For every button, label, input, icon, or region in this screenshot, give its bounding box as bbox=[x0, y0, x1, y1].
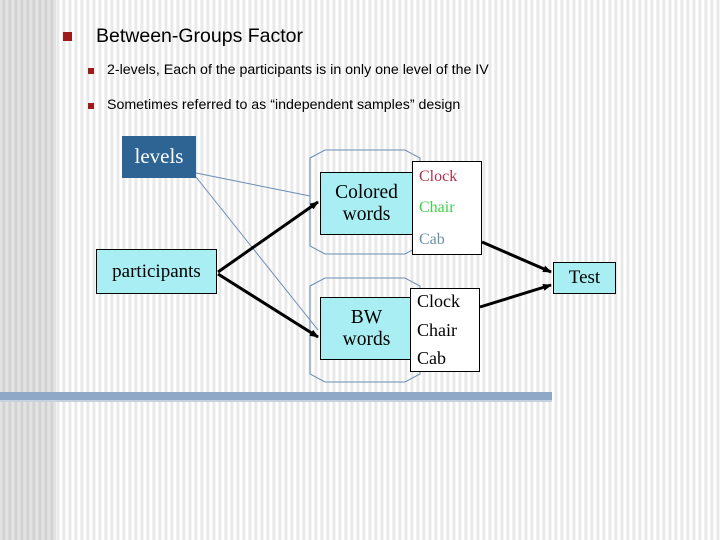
connector-levels-to-colored bbox=[195, 172, 311, 197]
node-bw-words-line1: BW bbox=[350, 306, 383, 328]
word-list-bw: Clock Chair Cab bbox=[410, 288, 480, 372]
arrow-participants-to-bw bbox=[217, 272, 319, 339]
square-bullet-icon bbox=[63, 32, 72, 41]
word-item: Chair bbox=[417, 319, 457, 340]
word-item: Cab bbox=[419, 230, 445, 248]
bullet-item-1: Sometimes referred to as “independent sa… bbox=[88, 97, 460, 113]
slide-background-left-band bbox=[0, 0, 56, 540]
arrow-bw-to-test bbox=[479, 283, 552, 309]
footer-divider-shadow bbox=[0, 400, 552, 402]
connector-levels-to-bw bbox=[195, 176, 319, 331]
word-item: Clock bbox=[419, 168, 458, 186]
node-bw-words-line2: words bbox=[342, 328, 391, 350]
group-outline-bw bbox=[309, 277, 421, 383]
bullet-item-1-label: Sometimes referred to as “independent sa… bbox=[107, 97, 461, 113]
word-item: Cab bbox=[417, 348, 446, 369]
word-item: Chair bbox=[419, 199, 455, 217]
node-levels[interactable]: levels bbox=[122, 136, 196, 178]
arrow-participants-to-colored bbox=[217, 200, 319, 274]
footer-divider-bar bbox=[0, 392, 552, 400]
node-levels-label: levels bbox=[134, 144, 184, 169]
bullet-item-0: 2-levels, Each of the participants is in… bbox=[88, 62, 489, 78]
node-test-label: Test bbox=[568, 267, 601, 289]
node-test[interactable]: Test bbox=[553, 262, 616, 294]
node-bw-words[interactable]: BW words bbox=[320, 297, 413, 360]
word-list-colored: Clock Chair Cab bbox=[412, 161, 482, 255]
node-participants-label: participants bbox=[112, 260, 201, 282]
square-bullet-icon bbox=[88, 68, 94, 74]
slide-title-row: Between-Groups Factor bbox=[63, 25, 303, 48]
node-colored-words-line1: Colored bbox=[335, 181, 398, 203]
word-item: Clock bbox=[417, 291, 460, 312]
page-title: Between-Groups Factor bbox=[96, 25, 304, 47]
bullet-item-0-label: 2-levels, Each of the participants is in… bbox=[107, 62, 489, 78]
square-bullet-icon bbox=[88, 103, 94, 109]
arrow-colored-to-test bbox=[481, 240, 552, 274]
node-colored-words[interactable]: Colored words bbox=[320, 172, 413, 235]
node-colored-words-line2: words bbox=[342, 203, 391, 225]
node-participants[interactable]: participants bbox=[96, 249, 217, 294]
